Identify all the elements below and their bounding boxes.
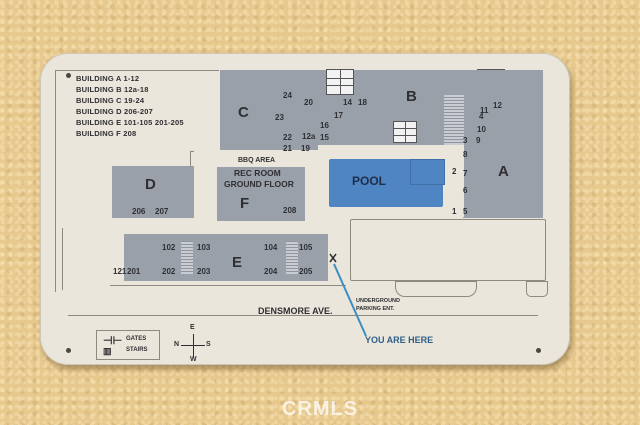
stairs-icon [444, 95, 464, 145]
unit-label: 202 [162, 267, 176, 276]
unit-label: 11 [480, 106, 489, 115]
pool-spa [410, 159, 445, 185]
gates-key-label: GATES [126, 336, 147, 342]
gate-outline [526, 281, 548, 297]
unit-label: 12a [302, 132, 316, 141]
key-box [96, 330, 160, 360]
compass-n: N [174, 341, 180, 348]
screw-icon [536, 348, 541, 353]
unit-label: 207 [155, 207, 169, 216]
parking-entrance-label: UNDERGROUND [356, 298, 400, 304]
parking-ramp-outline [395, 281, 477, 297]
unit-label: 21 [283, 144, 292, 153]
unit-label: 104 [264, 243, 278, 252]
driveway-line [110, 285, 346, 286]
stairs-icon [286, 241, 298, 274]
boundary-line [62, 228, 63, 290]
stairs-key-label: STAIRS [126, 347, 148, 353]
building-a [463, 70, 543, 218]
unit-label: 9 [476, 136, 481, 145]
unit-label: 203 [197, 267, 211, 276]
compass-line [193, 334, 194, 358]
building-c [220, 70, 318, 150]
building-d [112, 166, 194, 218]
unit-label: 23 [275, 113, 284, 122]
unit-label: 8 [463, 150, 468, 159]
building-f [217, 167, 305, 221]
legend-border [55, 70, 219, 143]
compass-s: S [206, 341, 211, 348]
stairs-icon [181, 241, 193, 274]
legend-line-b: BUILDING B 12a-18 [76, 85, 149, 94]
legend-line-e: BUILDING E 101-105 201-205 [76, 118, 184, 127]
building-e-label: E [232, 254, 243, 271]
gate-icon: ⊣⊢ [103, 335, 123, 347]
unit-label: 18 [358, 98, 367, 107]
legend-line-c: BUILDING C 19-24 [76, 96, 145, 105]
unit-label: 4 [479, 112, 484, 121]
walkway [450, 145, 464, 217]
directory-plaque: BUILDING A 1-12 BUILDING B 12a-18 BUILDI… [40, 53, 570, 365]
building-d-label: D [145, 176, 156, 193]
unit-label: 204 [264, 267, 278, 276]
pointer-line [329, 253, 367, 337]
building-b-label: B [406, 88, 417, 105]
unit-label: 206 [132, 207, 146, 216]
unit-label: 105 [299, 243, 313, 252]
you-are-here-label: YOU ARE HERE [365, 335, 434, 345]
unit-label: 19 [301, 144, 310, 153]
unit-label: 7 [463, 169, 468, 178]
stairs-icon [326, 69, 354, 95]
boundary-line [55, 142, 56, 292]
building-a-label: A [498, 163, 509, 180]
legend-line-d: BUILDING D 206-207 [76, 107, 153, 116]
parking-entrance-label: PARKING ENT. [356, 306, 395, 312]
compass-line [181, 345, 205, 346]
unit-label: 6 [463, 186, 468, 195]
pool-label: POOL [352, 174, 387, 188]
legend-line-f: BUILDING F 208 [76, 129, 137, 138]
unit-label: 103 [197, 243, 211, 252]
unit-label: 5 [463, 207, 468, 216]
parking-lot-outline [350, 219, 546, 281]
unit-label: 12 [493, 101, 502, 110]
building-f-label: F [240, 195, 250, 212]
legend-line-a: BUILDING A 1-12 [76, 74, 140, 83]
unit-label: 201 [127, 267, 141, 276]
compass-e: E [190, 324, 195, 331]
unit-label: 22 [283, 133, 292, 142]
watermark: CRMLS [281, 398, 359, 420]
compass-w: W [190, 356, 197, 363]
stairs-key-icon: ▥ [103, 346, 112, 356]
curb-line [68, 315, 538, 316]
unit-label: 2 [452, 167, 457, 176]
unit-label: 205 [299, 267, 313, 276]
unit-label: 121 [113, 267, 127, 276]
unit-label: 10 [477, 125, 486, 134]
unit-label: 102 [162, 243, 176, 252]
unit-label: 20 [304, 98, 313, 107]
bbq-area-label: BBQ AREA [238, 157, 276, 164]
unit-label: 24 [283, 91, 292, 100]
unit-label: 208 [283, 206, 297, 215]
unit-label: 14 [343, 98, 352, 107]
ground-floor-label: GROUND FLOOR [224, 179, 294, 189]
unit-label: 1 [452, 207, 457, 216]
building-c-label: C [238, 104, 249, 121]
screw-icon [66, 73, 71, 78]
unit-label: 3 [463, 136, 468, 145]
street-name: DENSMORE AVE. [258, 306, 333, 316]
unit-label: 17 [334, 111, 343, 120]
unit-label: 16 [320, 121, 329, 130]
rec-room-label: REC ROOM [234, 168, 281, 178]
screw-icon [66, 348, 71, 353]
unit-label: 15 [320, 133, 329, 142]
stairs-icon [393, 121, 417, 143]
